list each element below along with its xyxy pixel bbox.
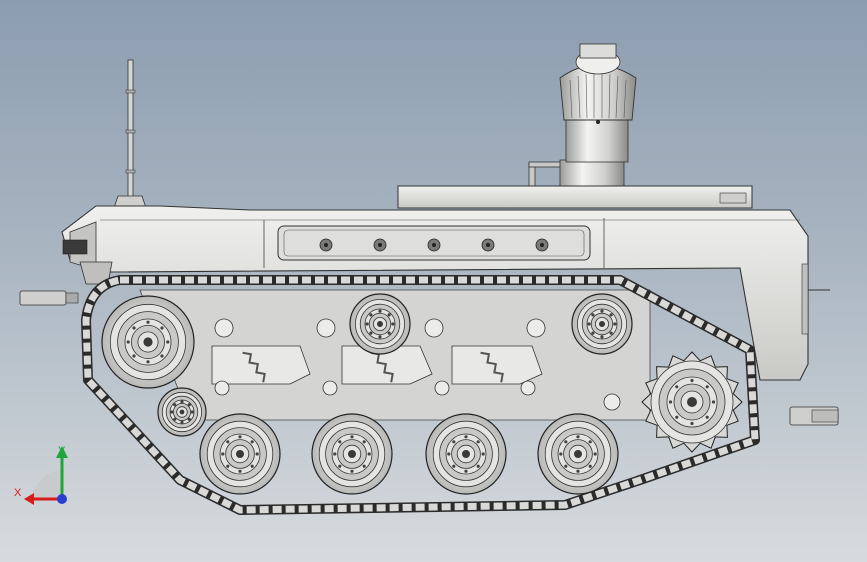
road-wheel-1[interactable] (199, 413, 281, 495)
road-wheel-4[interactable] (537, 413, 619, 495)
warning-beacon (528, 43, 637, 191)
y-axis-label: Y (58, 445, 66, 457)
x-axis-arrowhead (24, 493, 34, 505)
rear-bumper (789, 406, 839, 426)
drive-sprocket[interactable] (641, 351, 743, 453)
hull (61, 185, 830, 381)
support-roller-2[interactable] (571, 293, 633, 355)
y-axis-arrowhead (56, 446, 68, 458)
road-wheel-2[interactable] (311, 413, 393, 495)
x-axis-label: X (14, 487, 22, 499)
z-axis-indicator (57, 494, 67, 504)
idler-wheel-front[interactable] (101, 295, 195, 389)
tension-wheel[interactable] (157, 387, 207, 437)
antenna (113, 59, 147, 209)
support-roller-1[interactable] (349, 293, 411, 355)
front-bumper (19, 290, 79, 306)
road-wheel-3[interactable] (425, 413, 507, 495)
chassis-frame (139, 289, 651, 421)
track-belt (81, 275, 760, 515)
road-wheels (101, 293, 743, 495)
